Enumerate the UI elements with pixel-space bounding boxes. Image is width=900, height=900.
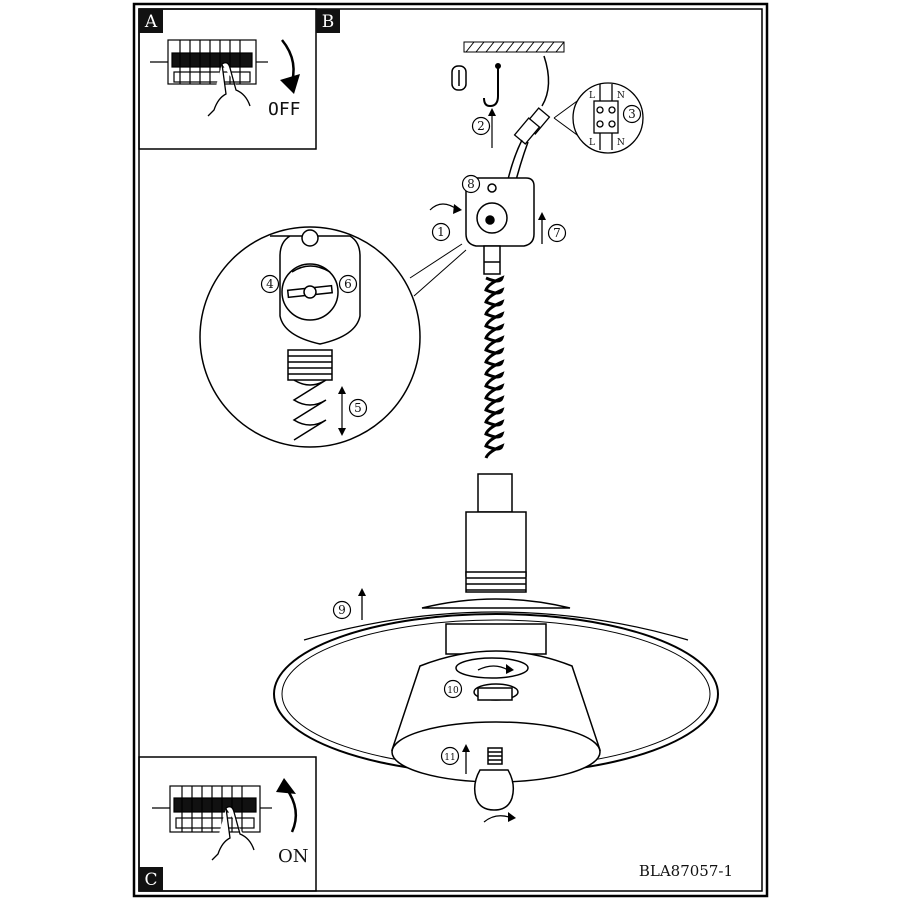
step-marker-8: 8 (461, 174, 481, 194)
light-bulb-icon (473, 747, 515, 811)
hand-icon (211, 806, 255, 861)
step-number-11: 11 (444, 753, 455, 763)
terminal-label-bottom-n: N (617, 138, 625, 148)
ceiling-icon (463, 41, 565, 53)
step-number-5: 5 (354, 401, 362, 415)
ceiling-hook-icon (483, 63, 501, 108)
step-marker-2: 2 (471, 116, 491, 136)
step-number-1: 1 (437, 225, 445, 239)
bulb-twist-arrow (483, 815, 513, 823)
step-marker-7: 7 (547, 223, 567, 243)
canopy (465, 177, 535, 275)
step-marker-4: 4 (260, 274, 280, 294)
panel-a: A OFF (138, 8, 317, 150)
step-marker-3: 3 (622, 104, 642, 124)
panel-a-letter-box (139, 9, 163, 33)
panel-c-letter-box (139, 867, 163, 891)
step-marker-1: 1 (431, 222, 451, 242)
step-marker-9: 9 (332, 600, 352, 620)
panel-b-letter: B (322, 12, 335, 32)
step-10-arrow (477, 665, 509, 671)
mains-cable (541, 55, 550, 107)
panel-c: C ON (138, 756, 317, 892)
step-marker-6: 6 (338, 274, 358, 294)
terminal-block-icon (513, 107, 551, 145)
coiled-cord (484, 275, 505, 459)
terminal-label-top-l: L (589, 91, 595, 101)
panel-c-action: ON (278, 846, 309, 867)
step-number-6: 6 (344, 277, 352, 291)
step-number-8: 8 (467, 177, 475, 191)
step-number-10: 10 (447, 686, 459, 696)
step-marker-11: 11 (440, 746, 460, 766)
on-arrow-icon (276, 778, 298, 833)
adjuster-detail-body (270, 229, 361, 441)
page-frame (132, 2, 769, 898)
terminal-label-top-n: N (617, 91, 625, 101)
panel-a-action: OFF (268, 99, 301, 120)
lamp-body (421, 473, 571, 609)
step-marker-10: 10 (443, 679, 463, 699)
step-number-2: 2 (477, 119, 485, 133)
step-number-9: 9 (338, 603, 346, 617)
panel-a-letter: A (144, 12, 158, 32)
inner-frame (138, 8, 763, 892)
circuit-breaker-icon (150, 39, 268, 85)
step-number-4: 4 (266, 277, 274, 291)
step-marker-5: 5 (348, 398, 368, 418)
wall-plug-icon (451, 65, 467, 91)
panel-c-letter: C (144, 870, 157, 890)
step-number-3: 3 (628, 107, 636, 121)
hand-icon (207, 62, 251, 117)
circuit-breaker-icon (152, 785, 272, 833)
off-arrow-icon (280, 39, 300, 94)
terminal-label-bottom-l: L (589, 138, 595, 148)
step-number-7: 7 (553, 226, 561, 240)
panel-b-letter-box (316, 9, 340, 33)
document-code: BLA87057-1 (639, 862, 733, 880)
